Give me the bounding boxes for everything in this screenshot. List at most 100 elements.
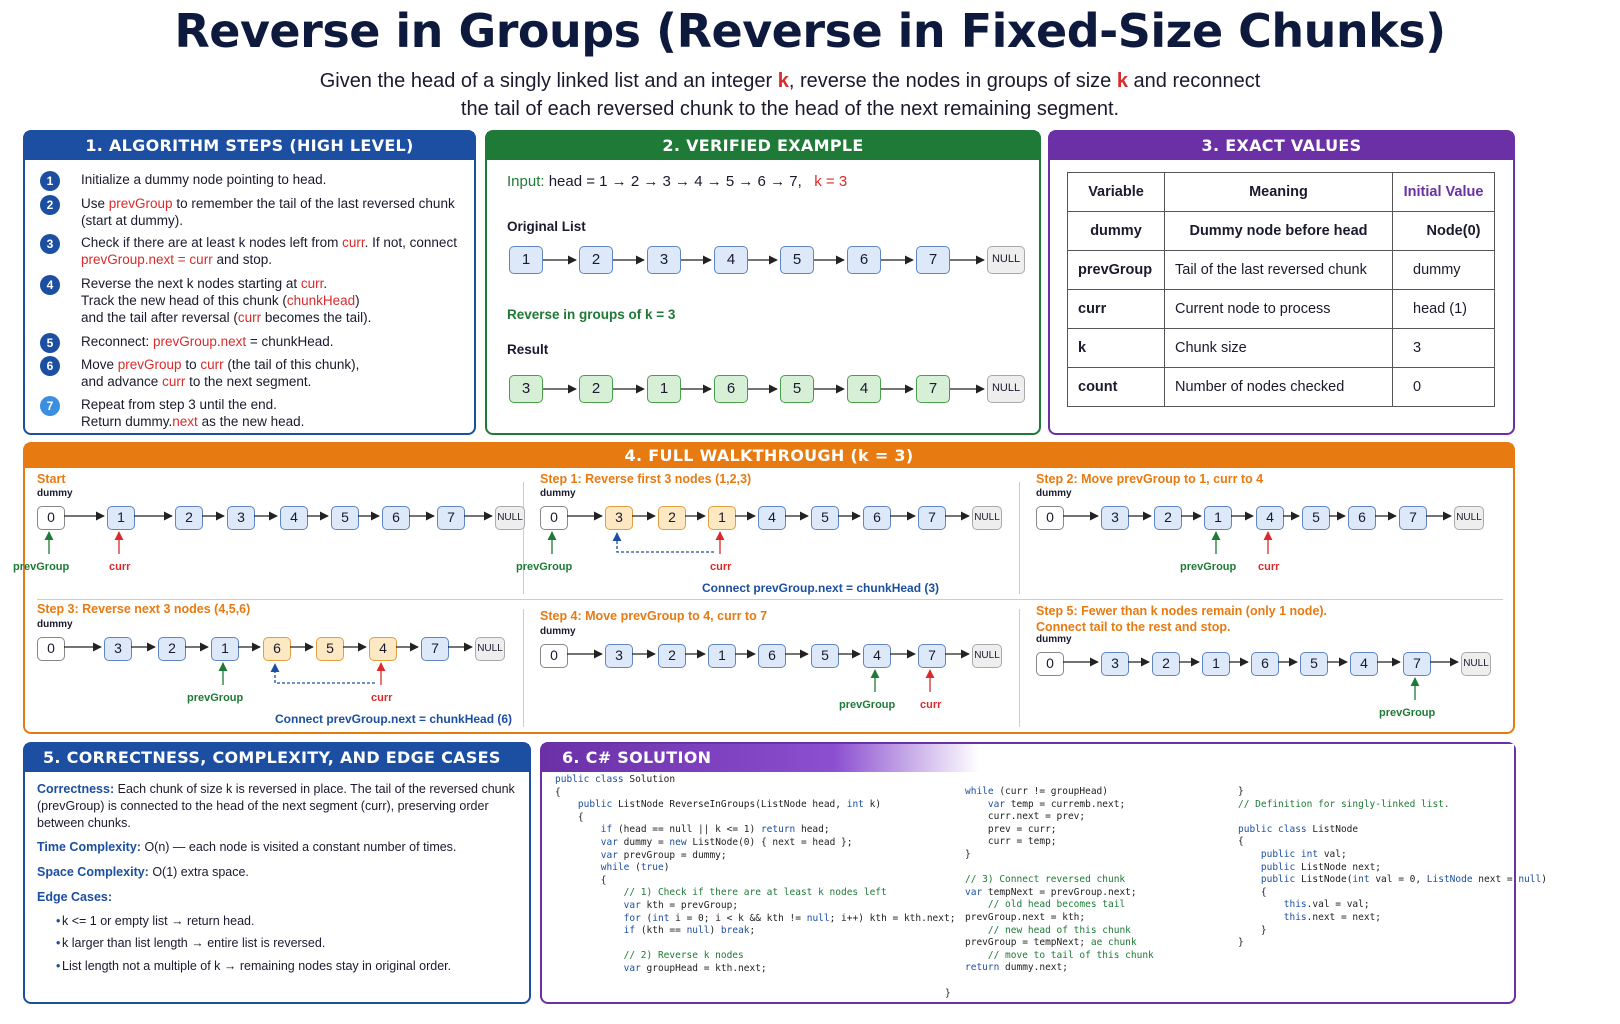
divider (523, 609, 524, 727)
walk-node: 2 (175, 506, 203, 530)
scene-title: Step 1: Reverse first 3 nodes (1,2,3) (540, 472, 752, 486)
prevgroup-pointer-label: prevGroup (13, 561, 70, 573)
walk-node: 7 (421, 637, 449, 661)
walk-node: 4 (369, 637, 397, 661)
walk-node: 4 (280, 506, 308, 530)
step-number-badge: 7 (40, 396, 60, 416)
step-text: Reverse the next k nodes starting at cur… (81, 276, 372, 325)
divider (523, 482, 524, 594)
walk-node: 0 (37, 637, 65, 661)
walk-node: 3 (605, 644, 633, 668)
col-header: Meaning (1164, 172, 1393, 212)
list-node: 2 (579, 246, 613, 274)
col-header: Variable (1067, 172, 1165, 212)
curr-pointer-label: curr (710, 561, 732, 573)
panel-header: 5. CORRECTNESS, COMPLEXITY, AND EDGE CAS… (25, 744, 529, 772)
step-text: Check if there are at least k nodes left… (81, 235, 457, 267)
walk-node: 5 (811, 644, 839, 668)
list-node: 4 (847, 375, 881, 403)
result-label: Result (507, 342, 549, 357)
code-closing-brace: } (945, 988, 951, 999)
walk-node: 2 (158, 637, 186, 661)
space-complexity: Space Complexity: O(1) extra space. (37, 865, 249, 879)
code-block-main: public class Solution { public ListNode … (555, 774, 956, 974)
walk-node: 0 (1036, 506, 1064, 530)
table-cell: count (1067, 367, 1165, 407)
walk-node: 5 (331, 506, 359, 530)
edge-case-item: k <= 1 or empty list → return head. (56, 914, 254, 928)
page-title: Reverse in Groups (Reverse in Fixed-Size… (174, 4, 1446, 58)
walk-node: 3 (1101, 506, 1129, 530)
step-number-badge: 4 (40, 275, 60, 295)
null-node: NULL (475, 637, 505, 661)
table-cell: Number of nodes checked (1164, 367, 1393, 407)
list-node: 4 (714, 246, 748, 274)
step-number-badge: 1 (40, 171, 60, 191)
step-number-badge: 5 (40, 333, 60, 353)
walk-node: 6 (758, 644, 786, 668)
list-node: 6 (714, 375, 748, 403)
code-block-listnode: } // Definition for singly-linked list. … (1238, 786, 1547, 949)
curr-pointer-label: curr (1258, 561, 1280, 573)
walk-node: 7 (918, 506, 946, 530)
col-header: Initial Value (1392, 172, 1495, 212)
walk-node: 7 (918, 644, 946, 668)
scene-title-line2: Connect tail to the rest and stop. (1036, 620, 1231, 634)
walk-node: 6 (863, 506, 891, 530)
walk-node: 4 (1350, 652, 1378, 676)
dummy-label: dummy (540, 626, 576, 637)
curr-pointer-label: curr (371, 692, 393, 704)
prevgroup-pointer-label: prevGroup (516, 561, 573, 573)
list-node: 3 (647, 246, 681, 274)
scene-title: Step 3: Reverse next 3 nodes (4,5,6) (37, 602, 251, 616)
dummy-label: dummy (1036, 488, 1072, 499)
step-number-badge: 3 (40, 234, 60, 254)
panel-header: 6. C# SOLUTION (542, 744, 1514, 772)
page-subtitle: Given the head of a singly linked list a… (319, 70, 1261, 120)
edge-cases-label: Edge Cases: (37, 890, 113, 904)
dummy-label: dummy (540, 488, 576, 499)
list-node: 5 (780, 375, 814, 403)
null-node: NULL (987, 246, 1025, 274)
step-number-badge: 2 (40, 195, 60, 215)
null-node: NULL (987, 375, 1025, 403)
walk-node: 1 (1204, 506, 1232, 530)
null-node: NULL (495, 506, 525, 530)
list-node: 7 (916, 246, 950, 274)
dummy-label: dummy (1036, 634, 1072, 645)
table-cell: prevGroup (1067, 250, 1165, 290)
divider (1019, 482, 1020, 594)
walk-node: 5 (1302, 506, 1330, 530)
walk-node: 7 (1399, 506, 1427, 530)
panel-header: 1. ALGORITHM STEPS (HIGH LEVEL) (25, 132, 474, 160)
algorithm-step: 4 Reverse the next k nodes starting at cu… (40, 275, 460, 326)
table-cell: Current node to process (1164, 289, 1393, 329)
prevgroup-pointer-label: prevGroup (839, 699, 896, 711)
table-cell: Node(0) (1392, 211, 1495, 251)
walk-node: 7 (1403, 652, 1431, 676)
walk-node: 0 (540, 506, 568, 530)
walk-node: 6 (1251, 652, 1279, 676)
table-cell: Chunk size (1164, 328, 1393, 368)
prevgroup-pointer-label: prevGroup (1379, 707, 1436, 719)
list-node: 3 (509, 375, 543, 403)
algorithm-step: 3 Check if there are at least k nodes lef… (40, 234, 460, 268)
walk-node: 5 (811, 506, 839, 530)
list-node: 6 (847, 246, 881, 274)
table-header-row: Variable Meaning Initial Value (1067, 172, 1495, 212)
walk-node: 7 (437, 506, 465, 530)
walk-node: 2 (1152, 652, 1180, 676)
input-line: Input: head = 1 → 2 → 3 → 4 → 5 → 6 → 7,… (507, 173, 848, 190)
walk-node: 6 (1348, 506, 1376, 530)
walk-node: 6 (263, 637, 291, 661)
panel-header: 3. EXACT VALUES (1050, 132, 1513, 160)
null-node: NULL (1454, 506, 1484, 530)
walk-node: 2 (1154, 506, 1182, 530)
